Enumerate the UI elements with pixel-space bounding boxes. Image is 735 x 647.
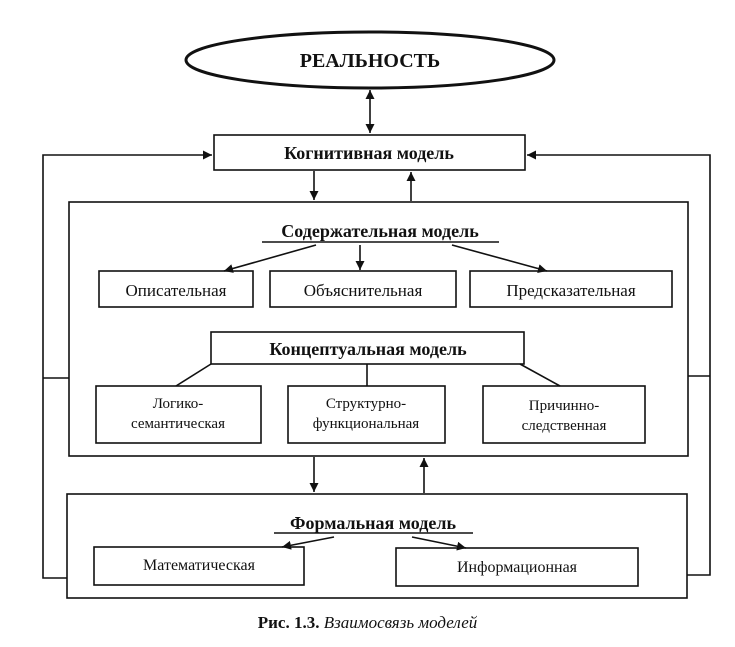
content-model-title: Содержательная модель xyxy=(281,221,479,241)
figure-title: Взаимосвязь моделей xyxy=(323,613,478,632)
predictive-box xyxy=(469,270,673,308)
descriptive-box xyxy=(98,270,254,308)
figure-caption: Рис. 1.3. Взаимосвязь моделей xyxy=(0,613,735,633)
formal-to-informational-arrow xyxy=(411,536,467,551)
cognitive-model-label: Когнитивная модель xyxy=(284,143,454,163)
content-model-frame xyxy=(68,201,689,457)
formal-model-title: Формальная модель xyxy=(290,513,456,533)
causal-label-2: следственная xyxy=(522,418,607,434)
reality-ellipse xyxy=(184,30,556,90)
causal-box xyxy=(482,385,646,444)
logical-semantic-label-2: семантическая xyxy=(131,416,225,432)
structural-functional-label-2: функциональная xyxy=(313,416,420,432)
content-to-descriptive-arrow xyxy=(223,244,317,273)
conceptual-to-causal-line xyxy=(519,363,561,387)
causal-label-1: Причинно- xyxy=(529,398,599,414)
logical-semantic-label-1: Логико- xyxy=(153,396,204,412)
right-feedback-loop xyxy=(527,150,711,576)
predictive-label: Предсказательная xyxy=(506,281,636,300)
mathematical-label: Математическая xyxy=(143,557,256,574)
formal-model-frame xyxy=(66,493,688,599)
logical-semantic-box xyxy=(95,385,262,444)
cognitive-model-box xyxy=(213,134,526,171)
mathematical-box xyxy=(93,546,305,586)
left-feedback-loop xyxy=(42,150,212,579)
content-to-predictive-arrow xyxy=(451,244,548,273)
figure-number: Рис. 1.3. xyxy=(257,613,320,632)
explanatory-label: Объяснительная xyxy=(304,281,423,300)
structural-functional-box xyxy=(287,385,446,444)
reality-label: РЕАЛЬНОСТЬ xyxy=(300,50,441,72)
informational-label: Информационная xyxy=(457,559,578,576)
informational-box xyxy=(395,547,639,587)
explanatory-box xyxy=(269,270,457,308)
structural-functional-label-1: Структурно- xyxy=(326,396,406,412)
conceptual-to-logical-line xyxy=(175,363,212,387)
formal-to-mathematical-arrow xyxy=(281,536,335,550)
conceptual-model-label: Концептуальная модель xyxy=(269,339,467,359)
descriptive-label: Описательная xyxy=(125,281,226,300)
